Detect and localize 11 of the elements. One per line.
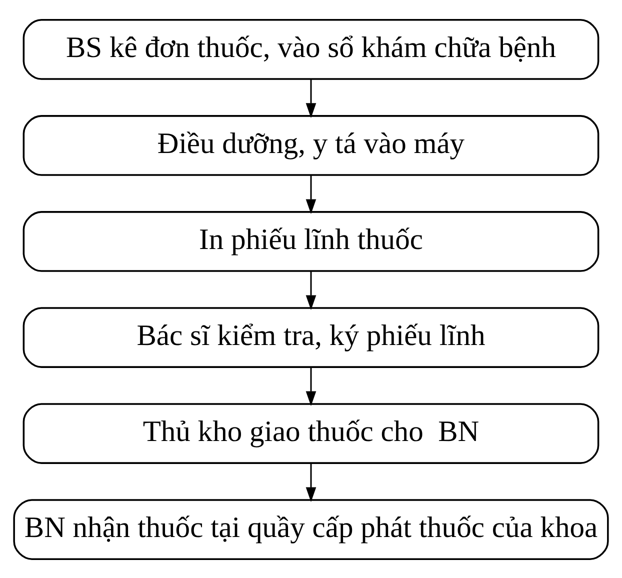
node-box: BS kê đơn thuốc, vào sổ khám chữa bệnh [22,18,600,80]
arrow [306,366,316,406]
arrow [306,78,316,118]
arrow [306,270,316,310]
node-box: Thủ kho giao thuốc cho BN [22,402,600,464]
node-box: BN nhận thuốc tại quầy cấp phát thuốc của khoa [13,498,609,560]
node-box: Điều dưỡng, y tá vào máy [22,114,600,176]
arrow [306,462,316,502]
node-box: In phiếu lĩnh thuốc [22,210,600,272]
arrow [306,174,316,214]
node-box: Bác sĩ kiểm tra, ký phiếu lĩnh [22,306,600,368]
